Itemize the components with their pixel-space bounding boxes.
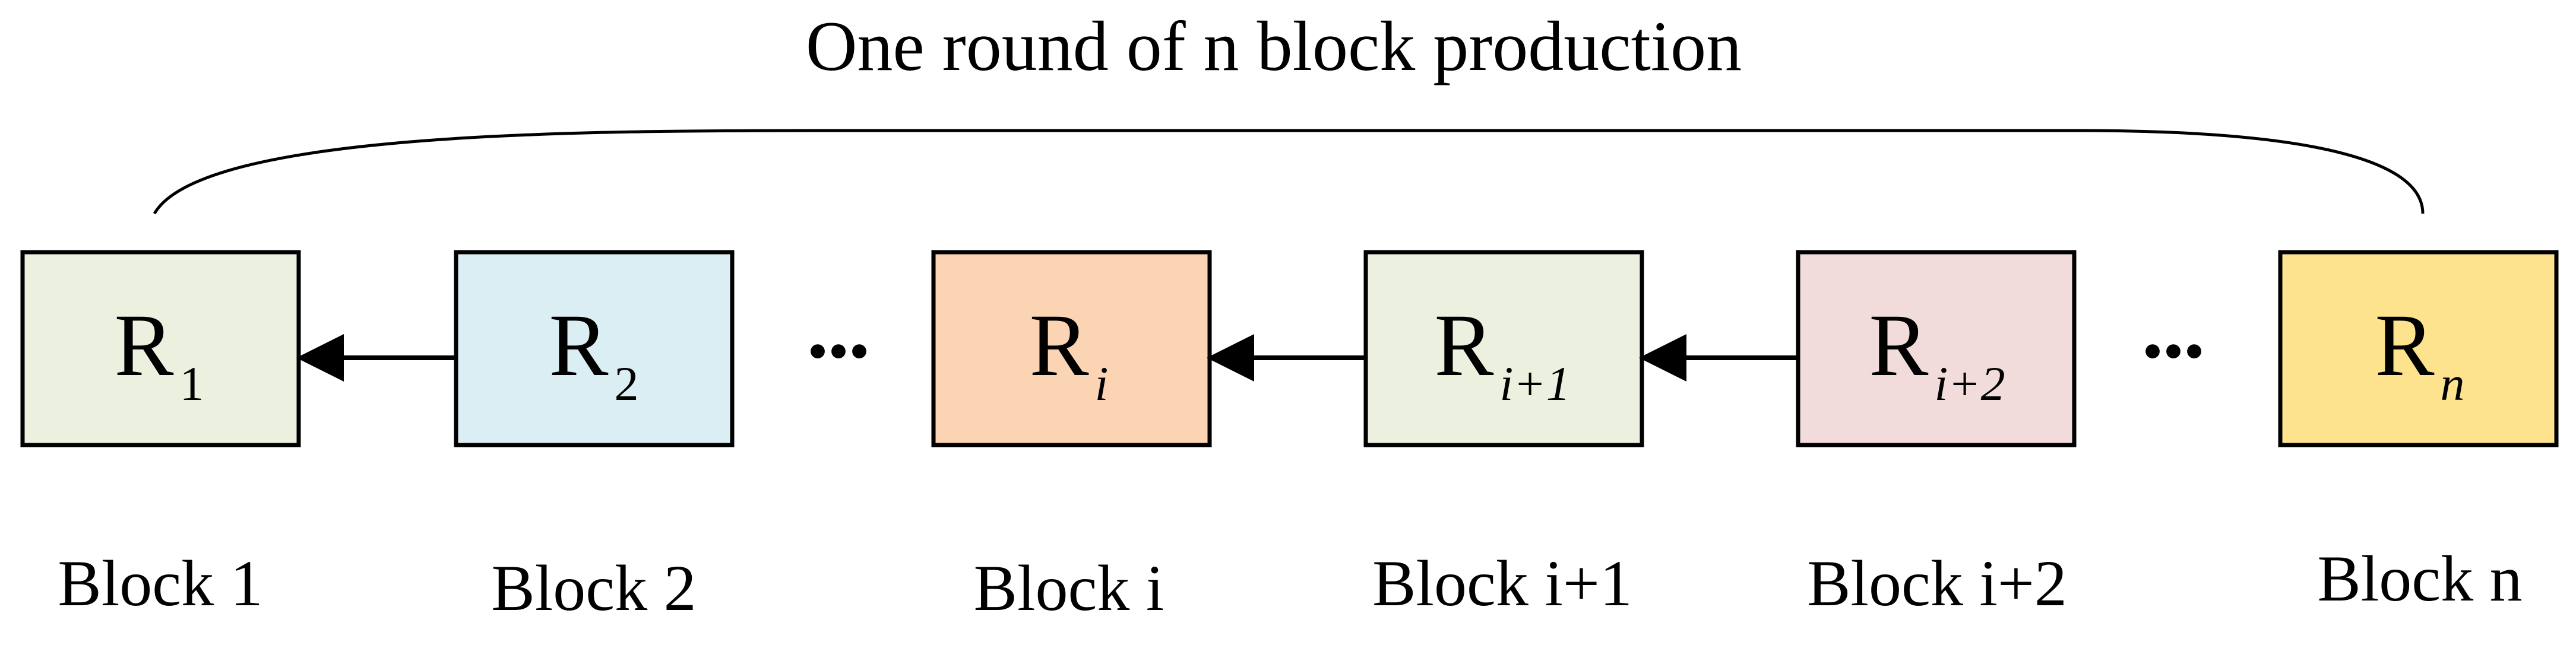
block-i-main: R <box>1030 296 1089 395</box>
block-i-plus-2-main: R <box>1869 296 1928 395</box>
diagram-title: One round of n block production <box>806 7 1742 85</box>
block-1-main: R <box>114 296 173 395</box>
block-n-box <box>2278 250 2559 447</box>
block-n-main: R <box>2375 296 2434 395</box>
block-2-main: R <box>549 296 608 395</box>
block-i-plus-1-main: R <box>1434 296 1493 395</box>
block-i-label: Block i <box>974 552 1164 624</box>
block-i-plus-2-sub: i+2 <box>1934 357 2005 411</box>
block-i-plus-1-box <box>1363 250 1644 447</box>
round-bracket <box>153 129 2425 215</box>
block-1-box <box>20 250 301 447</box>
block-i-box <box>931 250 1212 447</box>
block-2-box <box>454 250 735 447</box>
block-n-sub: n <box>2441 357 2465 411</box>
block-n-label: Block n <box>2317 542 2522 615</box>
ellipsis-left: ••• <box>807 318 869 384</box>
block-i-plus-2-label: Block i+2 <box>1807 547 2067 619</box>
block-2-sub: 2 <box>615 357 639 411</box>
block-2-label: Block 2 <box>491 552 696 624</box>
block-i-plus-2-box <box>1796 250 2077 447</box>
block-i-plus-1-sub: i+1 <box>1499 357 1570 411</box>
block-i-plus-1-label: Block i+1 <box>1372 547 1632 619</box>
ellipsis-right: ••• <box>2142 318 2204 384</box>
block-1-sub: 1 <box>180 357 204 411</box>
block-i-sub: i <box>1095 357 1109 411</box>
block-1-label: Block 1 <box>58 547 262 619</box>
